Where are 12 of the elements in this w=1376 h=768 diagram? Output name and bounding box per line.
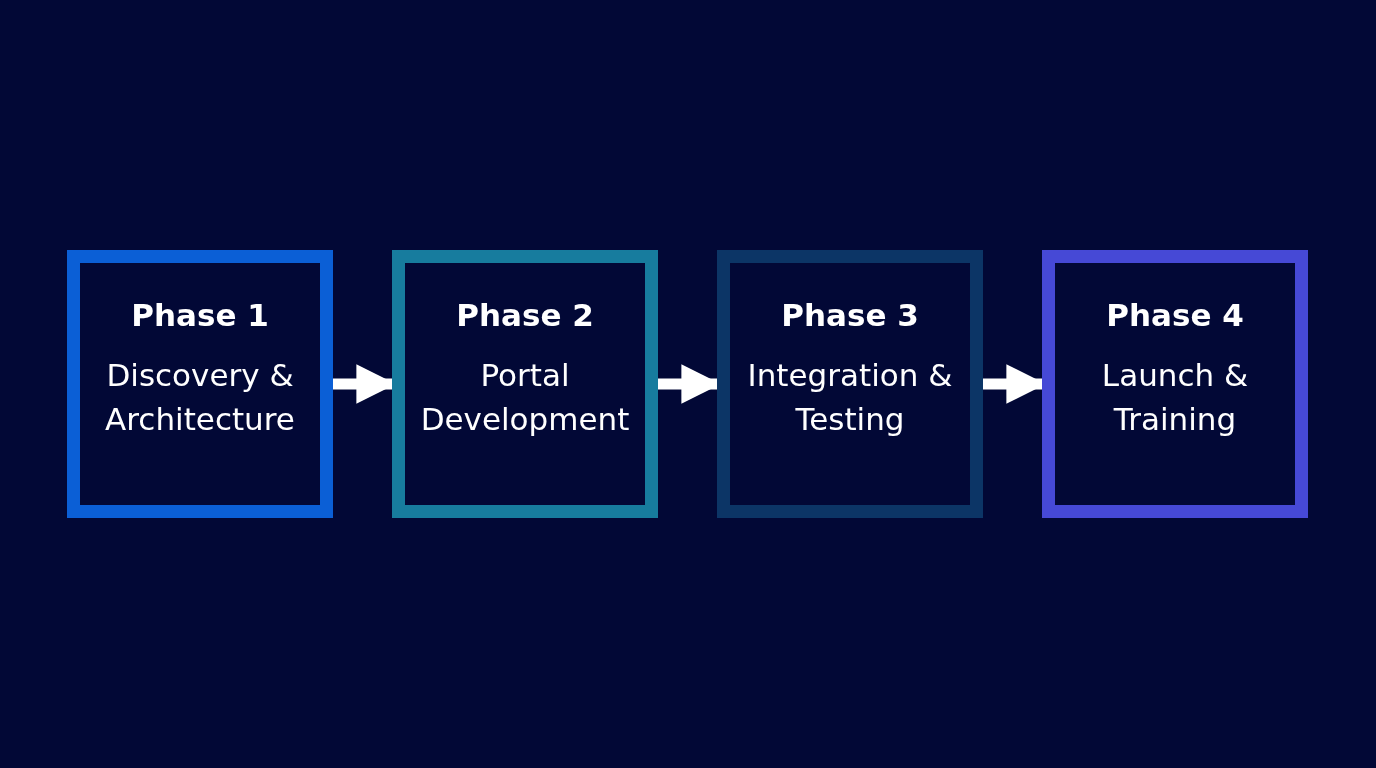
phase-description: Discovery & Architecture — [104, 356, 296, 439]
phase-title: Phase 2 — [456, 297, 594, 333]
phase-description: Portal Development — [419, 356, 631, 439]
phase-description: Integration & Testing — [746, 356, 954, 439]
phase-title: Phase 1 — [131, 297, 269, 333]
phase-box — [67, 250, 333, 518]
phase-box — [717, 250, 983, 518]
phase-title: Phase 4 — [1106, 297, 1244, 333]
phase-description: Launch & Training — [1100, 356, 1250, 439]
phase-box — [392, 250, 658, 518]
phase-title: Phase 3 — [781, 297, 919, 333]
phase-box — [1042, 250, 1308, 518]
